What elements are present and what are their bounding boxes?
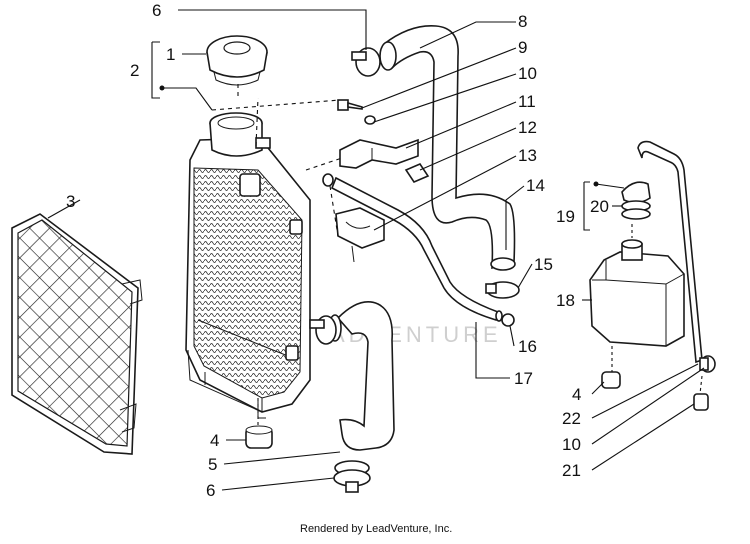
grille-part-3: [11, 213, 143, 455]
plug-part-21: [693, 393, 709, 411]
radiator-cap-part-1: [206, 35, 268, 86]
lower-bracket: [335, 207, 385, 263]
hose-clamp-part-6-lower: [333, 469, 371, 493]
overflow-tube-part-17: [322, 173, 503, 322]
hose-clamp-part-15: [485, 281, 520, 299]
clip-part-12: [404, 163, 430, 183]
callout-19: 19: [556, 207, 575, 226]
callout-16: 16: [518, 337, 537, 356]
callout-13: 13: [518, 146, 537, 165]
lower-hose-part-5: [328, 301, 395, 476]
bolt-part-9: [337, 99, 363, 111]
callout-1: 1: [166, 45, 175, 64]
callout-10-bottom: 10: [562, 435, 581, 454]
callout-21: 21: [562, 461, 581, 480]
rubber-mount-part-4: [245, 425, 273, 449]
callout-4-radiator: 4: [210, 431, 219, 450]
callout-6-top: 6: [152, 1, 161, 20]
hose-clamp-part-16: [501, 313, 515, 327]
callout-6-bottom: 6: [206, 481, 215, 500]
hose-clamp-part-6-upper: [351, 47, 381, 77]
filler-neck: [209, 112, 271, 157]
callout-20: 20: [590, 197, 609, 216]
callout-labels: 6 1 2 3 8 9 10 11 12 13 14 15 16 17 18 1…: [66, 1, 609, 500]
expansion-tank-part-18: [589, 239, 685, 347]
callout-18: 18: [556, 291, 575, 310]
callout-3: 3: [66, 192, 75, 211]
washer-part-10: [364, 115, 376, 125]
callout-dot-tank: [593, 181, 599, 187]
callout-9: 9: [518, 38, 527, 57]
callout-11: 11: [518, 92, 536, 111]
callout-15: 15: [534, 255, 553, 274]
callout-12: 12: [518, 118, 537, 137]
radiator-core: [185, 137, 311, 419]
callout-10-top: 10: [518, 64, 537, 83]
callout-14: 14: [526, 176, 545, 195]
overflow-hose-part-22: [637, 140, 716, 373]
callout-5: 5: [208, 455, 217, 474]
bracket-part-11: [339, 138, 419, 169]
rubber-mount-part-4-tank: [601, 371, 621, 389]
callout-22: 22: [562, 409, 581, 428]
hose-clamp-mid: [309, 315, 337, 345]
upper-hose-part-8: [379, 25, 516, 271]
callout-17: 17: [514, 369, 533, 388]
callout-8: 8: [518, 12, 527, 31]
leader-lines: [47, 9, 705, 491]
credit-text: Rendered by LeadVenture, Inc.: [300, 523, 452, 535]
callout-4-tank: 4: [572, 385, 581, 404]
tank-cap-part-20: [621, 181, 651, 220]
callout-dot: [159, 85, 165, 91]
callout-2: 2: [130, 61, 139, 80]
